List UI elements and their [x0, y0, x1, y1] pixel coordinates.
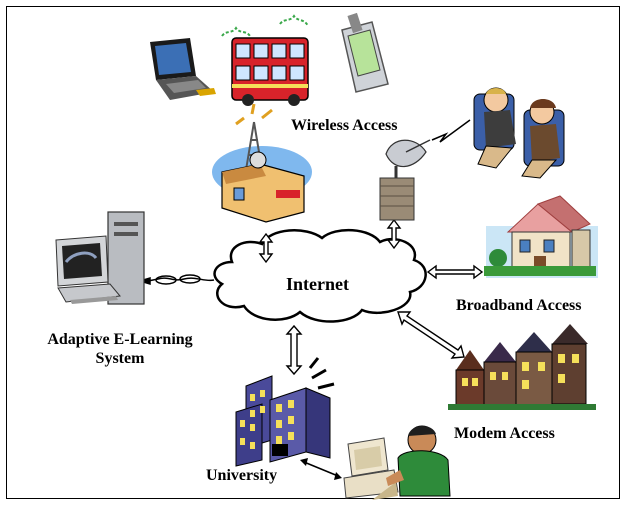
- label-internet: Internet: [286, 274, 349, 294]
- person-at-computer-icon: [343, 425, 451, 500]
- airplane-passengers-icon: [473, 87, 565, 179]
- university-link: [303, 461, 339, 477]
- radio-tower-icon: [212, 103, 312, 223]
- label-university: University: [206, 467, 278, 484]
- label-modem-access: Modem Access: [454, 425, 555, 442]
- label-adaptive-system: Adaptive E-Learning System: [32, 330, 208, 368]
- satellite-dish-icon: [379, 139, 431, 221]
- office-buildings-icon: [235, 357, 335, 467]
- arrow-to-house: [426, 264, 484, 280]
- connectors: [258, 218, 484, 376]
- laptop-icon: [150, 38, 216, 100]
- university-link-heads: [300, 458, 342, 480]
- townhouses-icon: [448, 324, 596, 410]
- arrow-to-modem: [397, 311, 465, 359]
- label-adaptive-system-line2: System: [95, 350, 145, 367]
- desktop-cable: [137, 274, 215, 286]
- label-broadband-access: Broadband Access: [456, 297, 582, 314]
- arrow-to-satellite: [386, 218, 402, 250]
- house-icon: [484, 195, 598, 278]
- pda-icon: [341, 12, 389, 93]
- diagram-frame: [6, 6, 620, 499]
- label-wireless-access: Wireless Access: [291, 117, 398, 134]
- arrow-to-radio-tower: [258, 232, 274, 264]
- label-adaptive-system-line1: Adaptive E-Learning: [47, 331, 193, 348]
- bus-icon: [221, 14, 309, 106]
- arrow-to-university: [285, 324, 303, 376]
- signal-line: [431, 119, 471, 143]
- desktop-computer-icon: [55, 211, 145, 305]
